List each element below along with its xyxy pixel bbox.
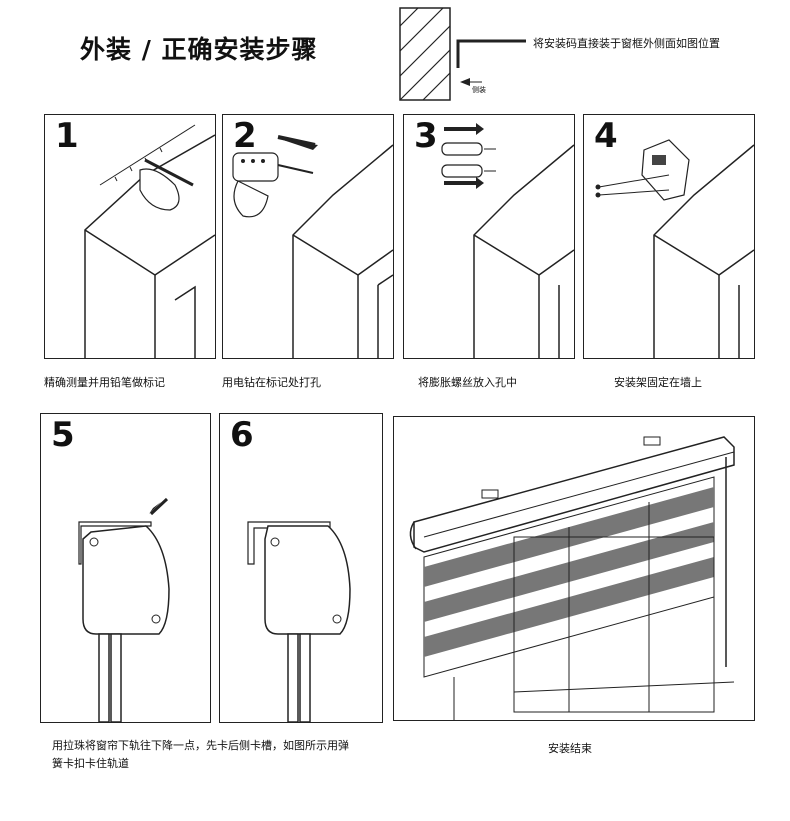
step-2-panel: 2 — [222, 114, 394, 359]
step-3-caption: 将膨胀螺丝放入孔中 — [418, 376, 517, 389]
step-1-panel: 1 — [44, 114, 216, 359]
page-title: 外装 / 正确安装步骤 — [80, 35, 318, 64]
step-4-caption: 安装架固定在墙上 — [614, 376, 702, 389]
final-caption: 安装结束 — [548, 742, 592, 755]
step-5-panel: 5 — [40, 413, 211, 723]
side-mount-label: 侧装 — [472, 86, 486, 94]
step-number: 3 — [414, 116, 438, 156]
step-2-caption: 用电钻在标记处打孔 — [222, 376, 321, 389]
step-1-caption: 精确测量并用铅笔做标记 — [44, 376, 165, 389]
final-panel — [393, 416, 755, 721]
step-number: 2 — [233, 116, 257, 156]
step-number: 6 — [230, 415, 254, 455]
mounting-note: 将安装码直接装于窗框外侧面如图位置 — [533, 37, 720, 50]
step-3-panel: 3 — [403, 114, 575, 359]
step-6-panel: 6 — [219, 413, 383, 723]
step-number: 1 — [55, 116, 79, 156]
step-4-panel: 4 — [583, 114, 755, 359]
step-5-caption: 用拉珠将窗帘下轨往下降一点，先卡后侧卡槽，如图所示用弹簧卡扣卡住轨道 — [52, 739, 349, 770]
step-number: 5 — [51, 415, 75, 455]
step-number: 4 — [594, 116, 618, 156]
side-mount-diagram — [399, 7, 526, 101]
